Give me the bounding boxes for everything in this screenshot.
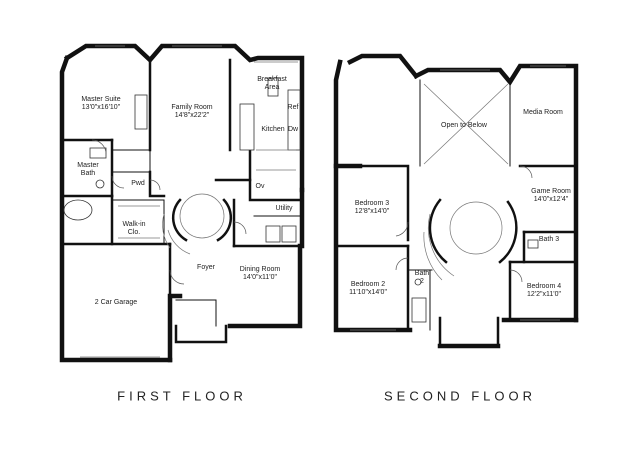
room-media-room: Media Room bbox=[523, 109, 563, 117]
room-garage: 2 Car Garage bbox=[95, 299, 137, 307]
room-name: Game Room bbox=[531, 188, 571, 195]
room-name: Media Room bbox=[523, 109, 563, 116]
room-name: Foyer bbox=[197, 264, 215, 271]
room-name-line2: 2 bbox=[420, 278, 424, 285]
room-breakfast-area: Breakfast Area bbox=[257, 76, 287, 92]
first-floor-plan bbox=[59, 43, 305, 363]
room-dimensions: 14'8"x22'2" bbox=[174, 112, 210, 119]
room-name: Master Suite bbox=[81, 96, 121, 103]
room-dimensions: 11'10"x14'0" bbox=[349, 289, 387, 296]
room-dimensions: 14'0"x12'4" bbox=[533, 196, 569, 203]
label-oven: Ov bbox=[256, 183, 265, 191]
room-bedroom-2: Bedroom 2 11'10"x14'0" bbox=[349, 281, 387, 297]
room-name: Family Room bbox=[171, 104, 213, 111]
room-powder: Pwd bbox=[131, 180, 145, 188]
room-family-room: Family Room 14'8"x22'2" bbox=[171, 104, 212, 120]
room-dimensions: 12'2"x11'0" bbox=[527, 291, 561, 298]
room-name: Kitchen bbox=[261, 126, 285, 133]
room-name: Pwd bbox=[131, 180, 145, 187]
room-bath-3: Bath 3 bbox=[539, 236, 559, 244]
room-name: Bedroom 3 bbox=[354, 200, 390, 207]
room-dimensions: 12'8"x14'0" bbox=[354, 208, 390, 215]
room-name: Dining Room bbox=[239, 266, 281, 273]
label-dw: Dw bbox=[288, 126, 298, 134]
room-bedroom-4: Bedroom 4 12'2"x11'0" bbox=[527, 283, 561, 299]
room-bedroom-3: Bedroom 3 12'8"x14'0" bbox=[355, 200, 390, 216]
room-utility: Utility bbox=[275, 205, 292, 213]
room-kitchen: Kitchen bbox=[261, 126, 284, 134]
room-name-line2: Clo. bbox=[127, 229, 141, 236]
room-name: Walk-in bbox=[122, 221, 146, 228]
room-master-suite: Master Suite 13'0"x16'10" bbox=[81, 96, 120, 112]
room-dimensions: 14'0"x11'0" bbox=[243, 274, 277, 281]
room-master-bath: Master Bath bbox=[77, 162, 98, 178]
room-name: Master bbox=[77, 162, 99, 169]
room-name: 2 Car Garage bbox=[94, 299, 138, 306]
room-bath-2: Bath 2 bbox=[415, 270, 429, 286]
room-name: Bath bbox=[414, 270, 430, 277]
room-name: Utility bbox=[275, 205, 293, 212]
room-name-line2: Area bbox=[264, 84, 280, 91]
room-name-line2: Bath bbox=[80, 170, 96, 177]
room-name: Bedroom 2 bbox=[350, 281, 386, 288]
room-foyer: Foyer bbox=[197, 264, 215, 272]
room-name: Bedroom 4 bbox=[526, 283, 562, 290]
room-name: Ref bbox=[287, 104, 299, 111]
room-name: Dw bbox=[287, 126, 299, 133]
room-open-to-below: Open to Below bbox=[441, 122, 487, 130]
room-dining-room: Dining Room 14'0"x11'0" bbox=[240, 266, 280, 282]
room-name: Breakfast bbox=[257, 76, 287, 83]
room-walk-in-closet: Walk-in Clo. bbox=[122, 221, 145, 237]
room-dimensions: 13'0"x16'10" bbox=[81, 104, 121, 111]
label-ref: Ref bbox=[288, 104, 299, 112]
second-floor-title: SECOND FLOOR bbox=[383, 388, 537, 404]
room-name: Bath 3 bbox=[538, 236, 560, 243]
room-name: Ov bbox=[255, 183, 265, 190]
second-floor-plan bbox=[333, 53, 579, 349]
first-floor-title: FIRST FLOOR bbox=[117, 388, 247, 404]
room-game-room: Game Room 14'0"x12'4" bbox=[531, 188, 571, 204]
room-name: Open to Below bbox=[441, 122, 487, 129]
